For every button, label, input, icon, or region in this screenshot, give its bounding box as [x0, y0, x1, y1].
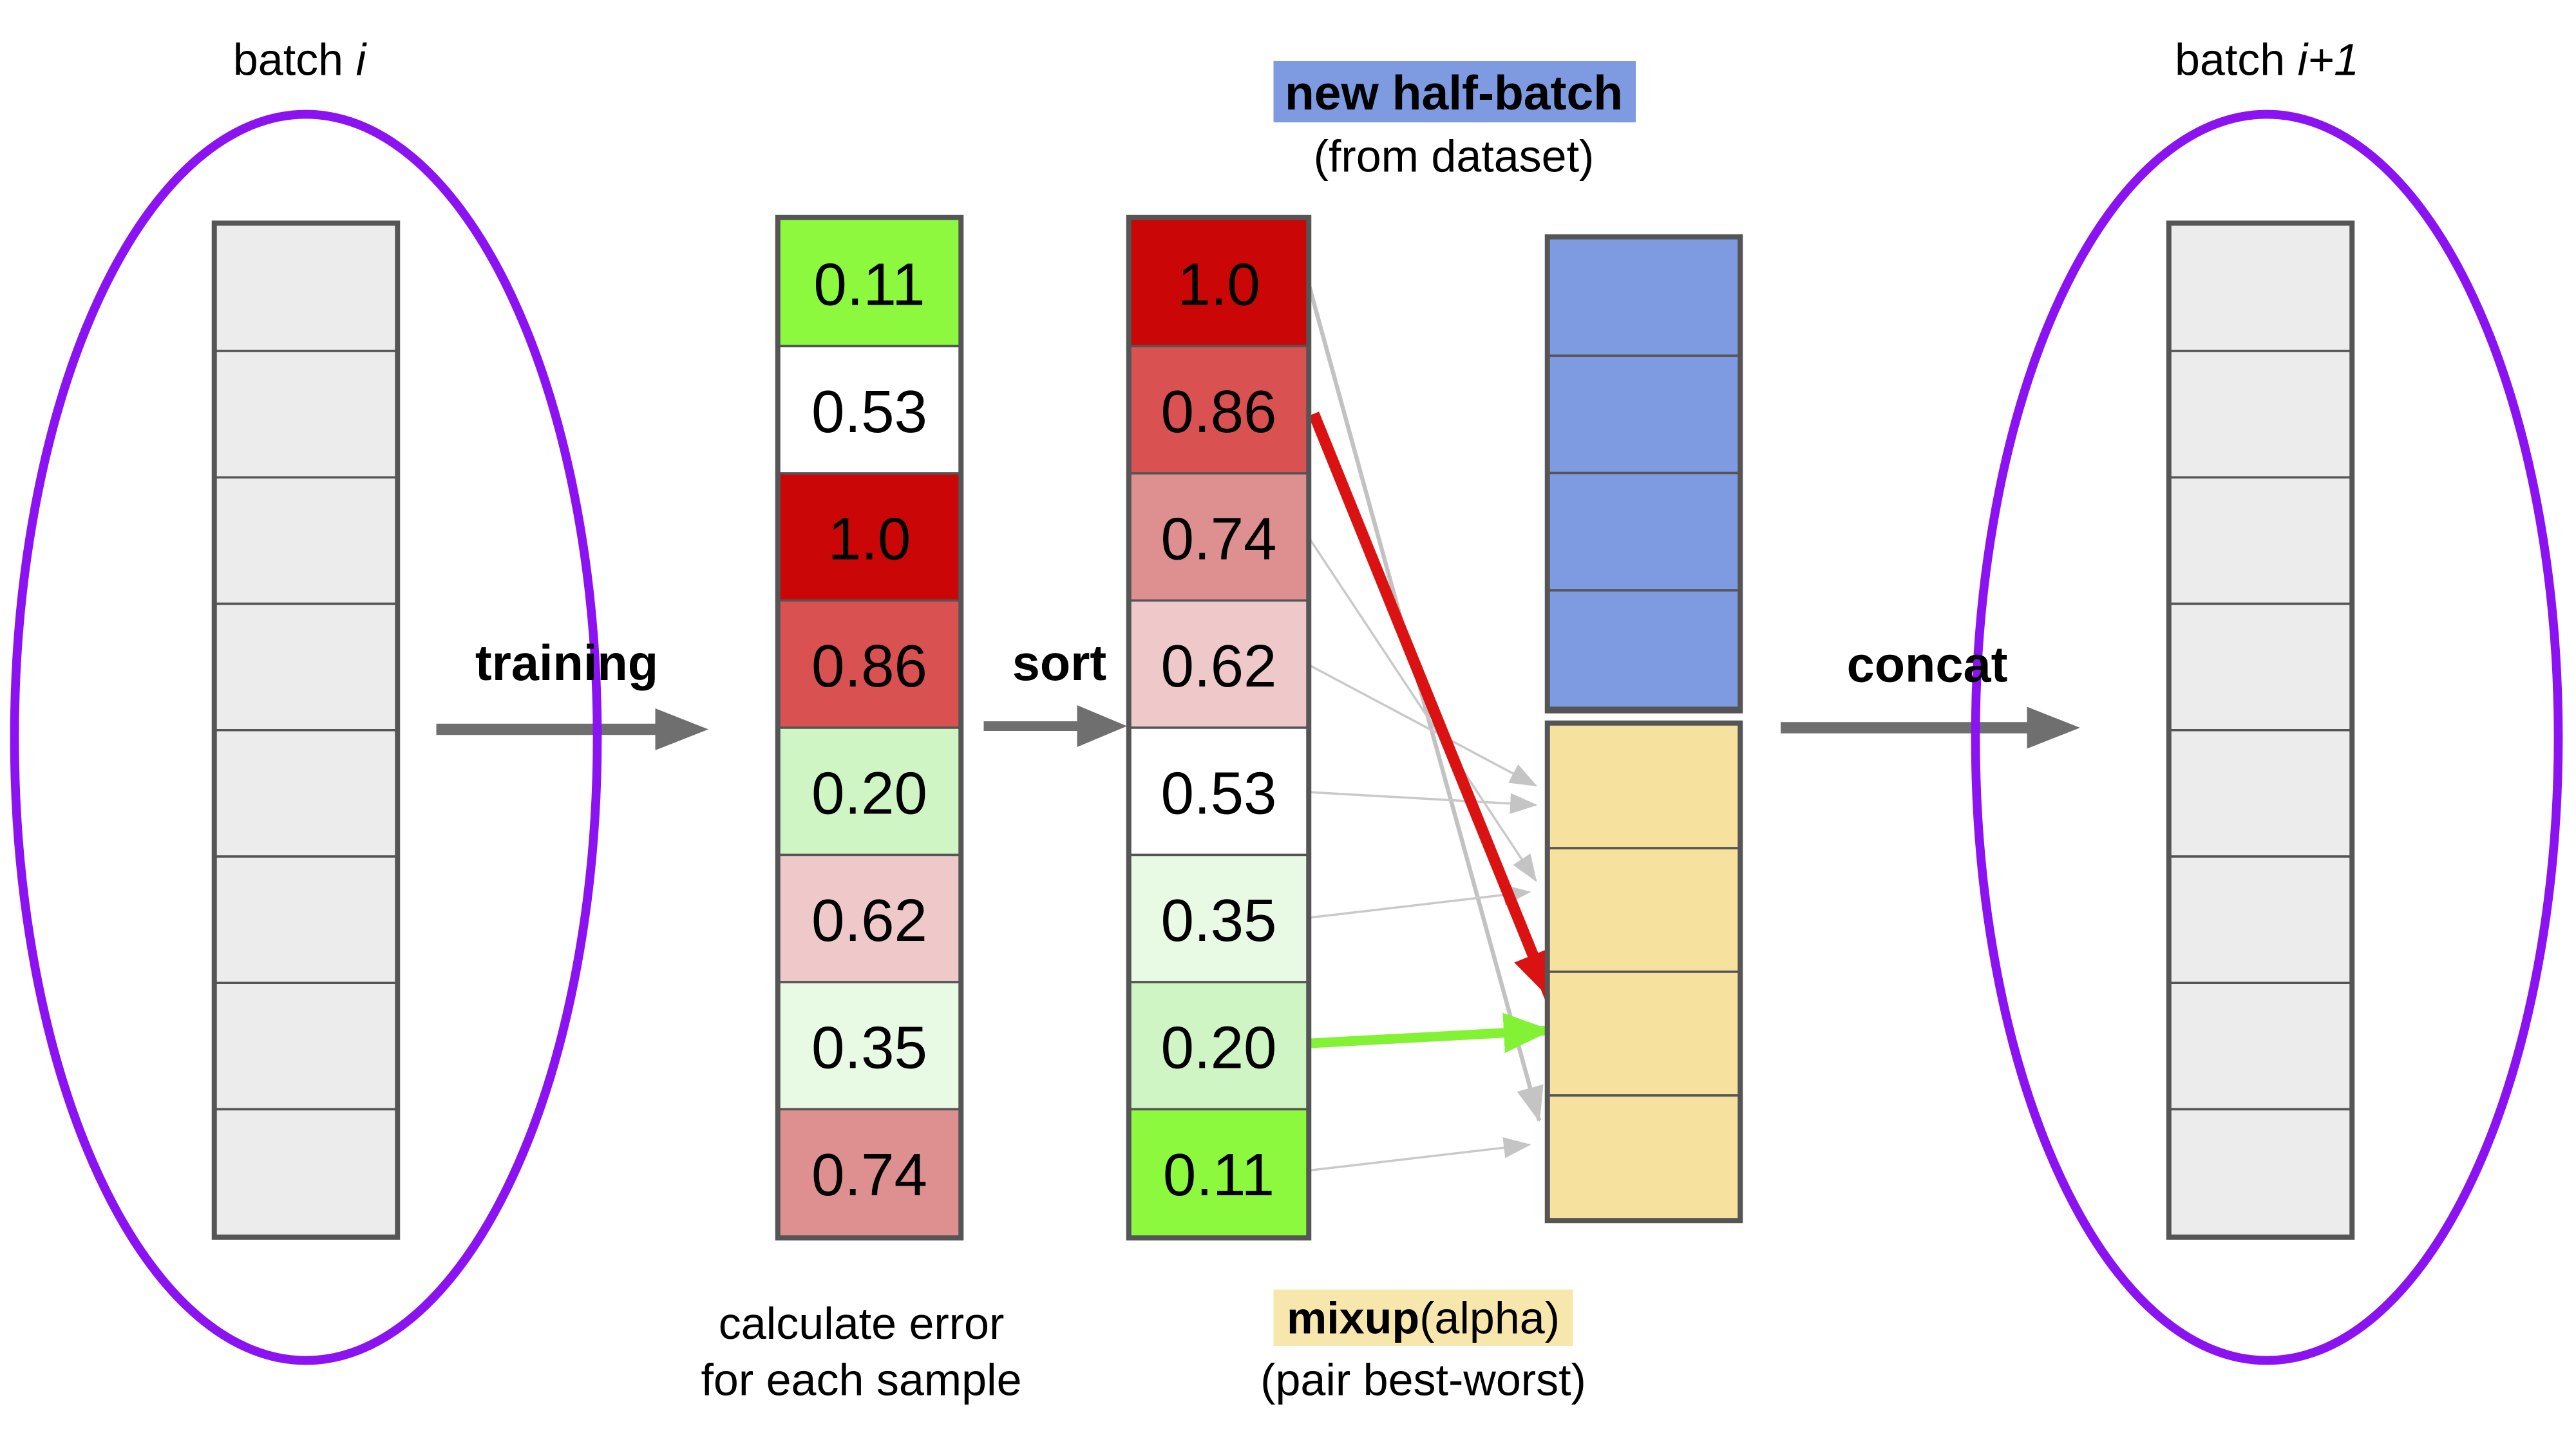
- batch-sample-cell: [214, 981, 397, 1111]
- error-value: 0.20: [811, 759, 927, 826]
- sorted-value: 1.0: [1177, 251, 1260, 317]
- mixup-highlight: [1273, 1289, 1573, 1346]
- batch-i1-column: [2166, 220, 2355, 1240]
- mixed-sample-cell: [1548, 847, 1740, 973]
- error-value: 0.11: [813, 251, 925, 317]
- batch-sample-cell: [2169, 729, 2352, 858]
- batch-sample-cell: [2169, 855, 2352, 984]
- batch-i-ellipse: [10, 109, 602, 1365]
- new-sample-cell: [1548, 354, 1740, 475]
- pair-line-1.0: [1307, 284, 1544, 1122]
- batch-sample-cell: [2169, 476, 2352, 605]
- sorted-value: 0.62: [1160, 632, 1276, 699]
- mixup-label: mixup(alpha): [1287, 1293, 1560, 1343]
- error-value: 0.35: [811, 1014, 927, 1081]
- sorted-cell: [1129, 726, 1309, 857]
- new-sample-cell: [1548, 589, 1740, 709]
- red-pair-arrow: [1308, 412, 1556, 1001]
- new-half-batch-label: new half-batch: [1285, 66, 1623, 120]
- pair-line-0.74: [1308, 537, 1537, 882]
- batch-sample-cell: [214, 855, 397, 984]
- pair-line-0.53: [1309, 791, 1538, 814]
- batch-i1-ellipse: [1971, 109, 2563, 1365]
- batch-sample-cell: [2169, 981, 2352, 1111]
- sorted-column: 1.0 0.86 0.74 0.62 0.53 0.35 0.20 0.11: [1126, 214, 1312, 1241]
- sorted-value: 0.74: [1160, 505, 1276, 572]
- sorted-cell: [1129, 345, 1309, 475]
- sorted-cell: [1129, 599, 1309, 729]
- error-value: 1.0: [828, 505, 911, 572]
- batch-i1-column-frame: [2166, 220, 2355, 1240]
- concat-arrow-head: [2027, 706, 2080, 749]
- mixed-sample-cell: [1548, 971, 1740, 1097]
- sorted-cell: [1129, 853, 1309, 983]
- error-value: 0.62: [811, 887, 927, 954]
- error-value: 0.86: [811, 632, 927, 699]
- new-half-batch-highlight: [1273, 61, 1636, 122]
- sorted-cell: [1129, 981, 1309, 1111]
- mixed-half-batch-frame: [1544, 720, 1743, 1224]
- batch-sample-cell: [2169, 1108, 2352, 1237]
- new-sample-cell: [1548, 237, 1740, 357]
- training-arrow-head: [655, 708, 708, 750]
- sorted-value: 0.20: [1160, 1014, 1276, 1081]
- error-value: 0.53: [811, 378, 927, 445]
- batch-sample-cell: [214, 350, 397, 478]
- error-caption-line2: for each sample: [701, 1355, 1021, 1405]
- new-half-batch-header: new half-batch (from dataset): [1273, 61, 1636, 182]
- error-caption: calculate error for each sample: [701, 1298, 1021, 1405]
- sorted-value: 0.11: [1163, 1141, 1274, 1208]
- new-half-batch-column: [1544, 234, 1743, 714]
- batch-sample-cell: [214, 476, 397, 605]
- sorted-value: 0.86: [1160, 378, 1276, 445]
- batch-i1-label: batch i+1: [2175, 35, 2359, 85]
- concat-arrow: [1781, 706, 2080, 749]
- pair-best-worst-label: (pair best-worst): [1260, 1355, 1586, 1405]
- pairing-arrows: [1307, 284, 1556, 1172]
- error-caption-line1: calculate error: [719, 1298, 1005, 1349]
- sorted-column-frame: [1126, 214, 1312, 1241]
- batch-i-column: [211, 220, 401, 1240]
- error-cell: [778, 726, 961, 857]
- batch-sample-cell: [214, 729, 397, 858]
- sorted-cell: [1129, 472, 1309, 602]
- batch-i-label: batch i: [233, 35, 368, 85]
- from-dataset-label: (from dataset): [1314, 131, 1595, 182]
- batch-sample-cell: [2169, 602, 2352, 732]
- batch-sample-cell: [214, 223, 397, 352]
- error-column-frame: [775, 214, 964, 1241]
- sort-arrow-head: [1077, 705, 1127, 747]
- batch-sample-cell: [2169, 223, 2352, 352]
- batch-i-column-frame: [211, 220, 401, 1240]
- error-column: 0.11 0.53 1.0 0.86 0.20 0.62 0.35 0.74: [775, 214, 964, 1241]
- pair-line-0.62: [1308, 663, 1538, 787]
- sorted-value: 0.35: [1160, 887, 1276, 954]
- pair-line-0.35: [1309, 884, 1531, 919]
- mixed-sample-cell: [1548, 1094, 1740, 1220]
- new-half-batch-frame: [1544, 234, 1743, 714]
- sort-label: sort: [1012, 636, 1106, 691]
- batch-sample-cell: [214, 1108, 397, 1237]
- training-arrow: [436, 708, 708, 750]
- new-sample-cell: [1548, 471, 1740, 592]
- error-value: 0.74: [811, 1141, 927, 1208]
- error-cell: [778, 218, 961, 348]
- batch-sample-cell: [214, 602, 397, 732]
- mixed-half-batch-column: [1544, 720, 1743, 1224]
- sorted-cell: [1129, 1108, 1309, 1238]
- pair-line-0.11: [1309, 1137, 1531, 1172]
- training-label: training: [475, 636, 658, 691]
- concat-label: concat: [1847, 638, 2008, 693]
- sort-arrow: [983, 705, 1127, 747]
- mixed-sample-cell: [1548, 723, 1740, 849]
- mixup-caption: mixup(alpha) (pair best-worst): [1260, 1289, 1586, 1405]
- sorted-value: 0.53: [1160, 759, 1276, 826]
- green-pair-arrow: [1310, 1012, 1552, 1054]
- batch-sample-cell: [2169, 350, 2352, 478]
